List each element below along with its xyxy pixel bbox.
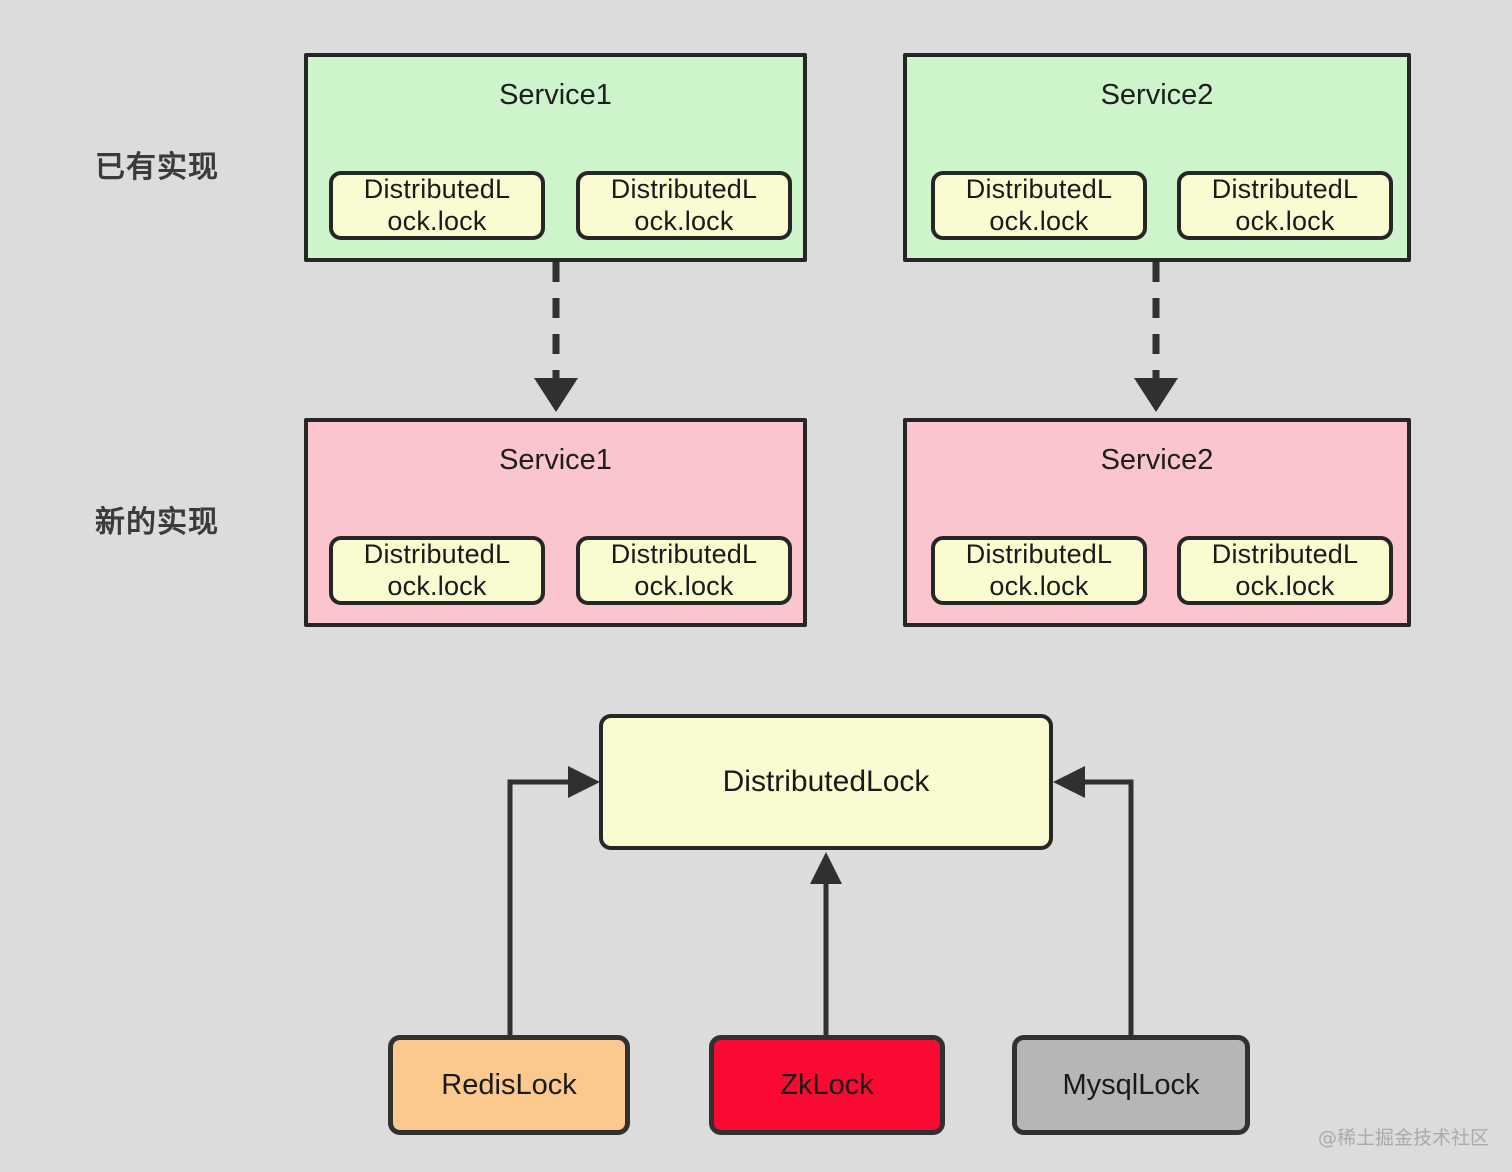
impl-box-zk-lock[interactable]: ZkLock <box>709 1035 945 1135</box>
impl-label: RedisLock <box>441 1068 577 1101</box>
connector-redis-to-interface <box>507 766 600 1035</box>
service-title: Service1 <box>499 79 612 111</box>
service-title: Service2 <box>1100 79 1214 111</box>
interface-label: DistributedLock <box>722 765 930 798</box>
row-label-existing: 已有实现 <box>95 150 219 185</box>
impl-box-mysql-lock[interactable]: MysqlLock <box>1012 1035 1250 1135</box>
impl-box-redis-lock[interactable]: RedisLock <box>388 1035 630 1135</box>
watermark: @稀土掘金技术社区 <box>1318 1127 1490 1149</box>
connector-zk-to-interface <box>810 852 842 1035</box>
impl-label: MysqlLock <box>1062 1068 1200 1101</box>
connector-mysql-to-interface <box>1053 766 1134 1035</box>
interface-box-distributed-lock[interactable]: DistributedLock <box>599 714 1053 850</box>
row-label-new: 新的实现 <box>95 505 219 540</box>
impl-label: ZkLock <box>780 1068 874 1101</box>
connector-existing-s2-to-new-s2 <box>1134 262 1178 412</box>
service-title: Service1 <box>499 444 612 476</box>
connector-existing-s1-to-new-s1 <box>534 262 578 412</box>
service-title: Service2 <box>1100 444 1214 476</box>
